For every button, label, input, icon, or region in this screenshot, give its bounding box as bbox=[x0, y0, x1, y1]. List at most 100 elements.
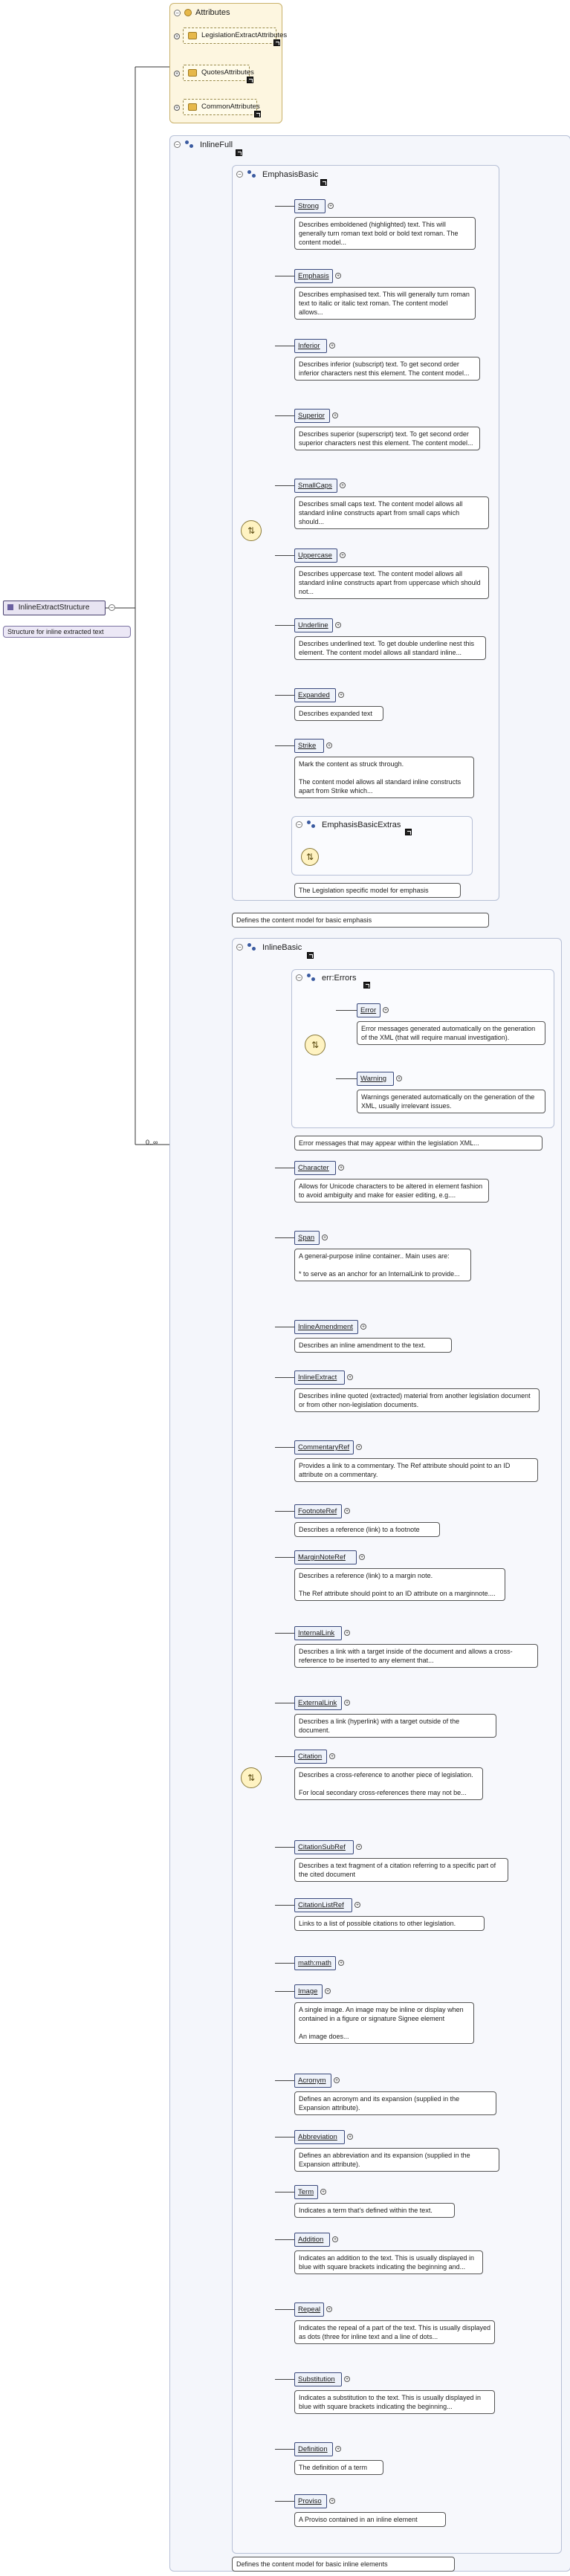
link-icon[interactable] bbox=[405, 829, 412, 835]
element-emphasis[interactable]: Emphasis bbox=[294, 269, 333, 283]
expand-icon[interactable]: + bbox=[356, 1444, 362, 1450]
group-description: Defines the content model for basic emph… bbox=[232, 913, 489, 928]
element-internallink[interactable]: InternalLink bbox=[294, 1626, 342, 1640]
attribute-item-quotes[interactable]: + QuotesAttributes bbox=[174, 65, 278, 83]
expand-icon[interactable]: + bbox=[344, 2376, 350, 2382]
link-icon[interactable] bbox=[273, 39, 280, 46]
collapse-icon[interactable]: − bbox=[236, 944, 243, 951]
collapse-icon[interactable]: − bbox=[236, 171, 243, 178]
link-icon[interactable] bbox=[307, 952, 314, 959]
collapse-icon[interactable]: − bbox=[296, 821, 302, 828]
expand-icon[interactable]: + bbox=[334, 2077, 340, 2083]
connector-tick bbox=[275, 1905, 294, 1906]
expand-icon[interactable]: + bbox=[320, 2189, 326, 2195]
link-icon[interactable] bbox=[363, 982, 370, 988]
element-citationsubref[interactable]: CitationSubRef bbox=[294, 1840, 354, 1854]
attribute-label: CommonAttributes bbox=[201, 103, 260, 111]
element-description: Describes a reference (link) to a margin… bbox=[294, 1568, 505, 1601]
element-citationlistref[interactable]: CitationListRef bbox=[294, 1898, 352, 1912]
element-citation[interactable]: Citation bbox=[294, 1750, 327, 1764]
inline-basic-group: − InlineBasic bbox=[232, 938, 562, 2554]
expand-icon[interactable]: + bbox=[329, 343, 335, 349]
element-image[interactable]: Image bbox=[294, 1984, 323, 1999]
choice-compositor-icon[interactable]: ⇅ bbox=[305, 1035, 326, 1055]
expand-icon[interactable]: + bbox=[325, 1988, 331, 1994]
element-marginnoteref[interactable]: MarginNoteRef bbox=[294, 1550, 357, 1564]
expand-icon[interactable]: + bbox=[354, 1902, 360, 1908]
element-substitution[interactable]: Substitution bbox=[294, 2372, 342, 2386]
expand-icon[interactable]: + bbox=[359, 1554, 365, 1560]
expand-icon[interactable]: + bbox=[360, 1324, 366, 1330]
expand-icon[interactable]: + bbox=[338, 1165, 344, 1171]
attribute-item-common[interactable]: + CommonAttributes bbox=[174, 99, 278, 117]
element-proviso[interactable]: Proviso bbox=[294, 2494, 327, 2508]
element-commentaryref[interactable]: CommentaryRef bbox=[294, 1440, 354, 1454]
expand-icon[interactable]: + bbox=[332, 2236, 338, 2242]
expand-icon[interactable]: + bbox=[174, 71, 180, 77]
element-warning[interactable]: Warning bbox=[357, 1072, 394, 1086]
expand-icon[interactable]: + bbox=[329, 1753, 335, 1759]
element-character[interactable]: Character bbox=[294, 1161, 336, 1175]
expand-icon[interactable]: + bbox=[347, 2134, 353, 2140]
element-term[interactable]: Term bbox=[294, 2185, 318, 2199]
choice-compositor-icon[interactable]: ⇅ bbox=[241, 1767, 262, 1788]
collapse-icon[interactable]: − bbox=[174, 141, 181, 148]
expand-icon[interactable]: + bbox=[356, 1844, 362, 1850]
element-span[interactable]: Span bbox=[294, 1231, 320, 1245]
expand-icon[interactable]: + bbox=[322, 1234, 328, 1240]
link-icon[interactable] bbox=[254, 111, 261, 117]
element-acronym[interactable]: Acronym bbox=[294, 2074, 331, 2088]
expand-icon[interactable]: + bbox=[332, 412, 338, 418]
element-uppercase[interactable]: Uppercase bbox=[294, 548, 337, 563]
element-underline[interactable]: Underline bbox=[294, 618, 333, 632]
collapse-icon[interactable]: − bbox=[174, 10, 181, 16]
expand-icon[interactable]: + bbox=[335, 273, 341, 279]
expand-icon[interactable]: + bbox=[396, 1075, 402, 1081]
element-math-math[interactable]: math:math bbox=[294, 1956, 336, 1970]
expand-icon[interactable]: + bbox=[174, 105, 180, 111]
expand-icon[interactable]: + bbox=[326, 742, 332, 748]
choice-compositor-icon[interactable]: ⇅ bbox=[241, 520, 262, 541]
expand-icon[interactable]: + bbox=[344, 1700, 350, 1706]
link-icon[interactable] bbox=[236, 149, 242, 156]
expand-icon[interactable]: + bbox=[328, 203, 334, 209]
expand-icon[interactable]: + bbox=[329, 2498, 335, 2504]
element-expanded[interactable]: Expanded bbox=[294, 688, 336, 702]
root-element[interactable]: InlineExtractStructure bbox=[3, 601, 106, 615]
expand-icon[interactable]: + bbox=[344, 1630, 350, 1636]
element-description: Describes small caps text. The content m… bbox=[294, 496, 489, 529]
collapse-icon[interactable]: − bbox=[109, 604, 115, 611]
element-strong[interactable]: Strong bbox=[294, 199, 326, 213]
collapse-icon[interactable]: − bbox=[296, 974, 302, 981]
element-definition[interactable]: Definition bbox=[294, 2442, 333, 2456]
element-inlineamendment[interactable]: InlineAmendment bbox=[294, 1320, 358, 1334]
expand-icon[interactable]: + bbox=[340, 552, 346, 558]
expand-icon[interactable]: + bbox=[338, 1960, 344, 1966]
expand-icon[interactable]: + bbox=[344, 1508, 350, 1514]
attribute-item-legislation-extract[interactable]: + LegislationExtractAttributes bbox=[174, 27, 287, 46]
element-repeal[interactable]: Repeal bbox=[294, 2302, 324, 2317]
element-inferior[interactable]: Inferior bbox=[294, 339, 327, 353]
expand-icon[interactable]: + bbox=[338, 692, 344, 698]
element-error[interactable]: Error bbox=[357, 1003, 380, 1017]
element-smallcaps[interactable]: SmallCaps bbox=[294, 479, 337, 493]
expand-icon[interactable]: + bbox=[326, 2306, 332, 2312]
element-footnoteref[interactable]: FootnoteRef bbox=[294, 1504, 342, 1518]
element-description: Describes inline quoted (extracted) mate… bbox=[294, 1388, 540, 1412]
expand-icon[interactable]: + bbox=[174, 33, 180, 39]
expand-icon[interactable]: + bbox=[335, 622, 341, 628]
element-superior[interactable]: Superior bbox=[294, 409, 330, 423]
element-inlineextract[interactable]: InlineExtract bbox=[294, 1370, 345, 1385]
expand-icon[interactable]: + bbox=[340, 482, 346, 488]
link-icon[interactable] bbox=[320, 179, 327, 186]
element-strike[interactable]: Strike bbox=[294, 739, 324, 753]
element-externallink[interactable]: ExternalLink bbox=[294, 1696, 342, 1710]
element-description: Describes underlined text. To get double… bbox=[294, 636, 486, 660]
expand-icon[interactable]: + bbox=[335, 2446, 341, 2452]
choice-compositor-icon[interactable]: ⇅ bbox=[301, 848, 319, 866]
element-addition[interactable]: Addition bbox=[294, 2233, 330, 2247]
element-abbreviation[interactable]: Abbreviation bbox=[294, 2130, 345, 2144]
expand-icon[interactable]: + bbox=[347, 1374, 353, 1380]
link-icon[interactable] bbox=[247, 77, 253, 83]
expand-icon[interactable]: + bbox=[383, 1007, 389, 1013]
